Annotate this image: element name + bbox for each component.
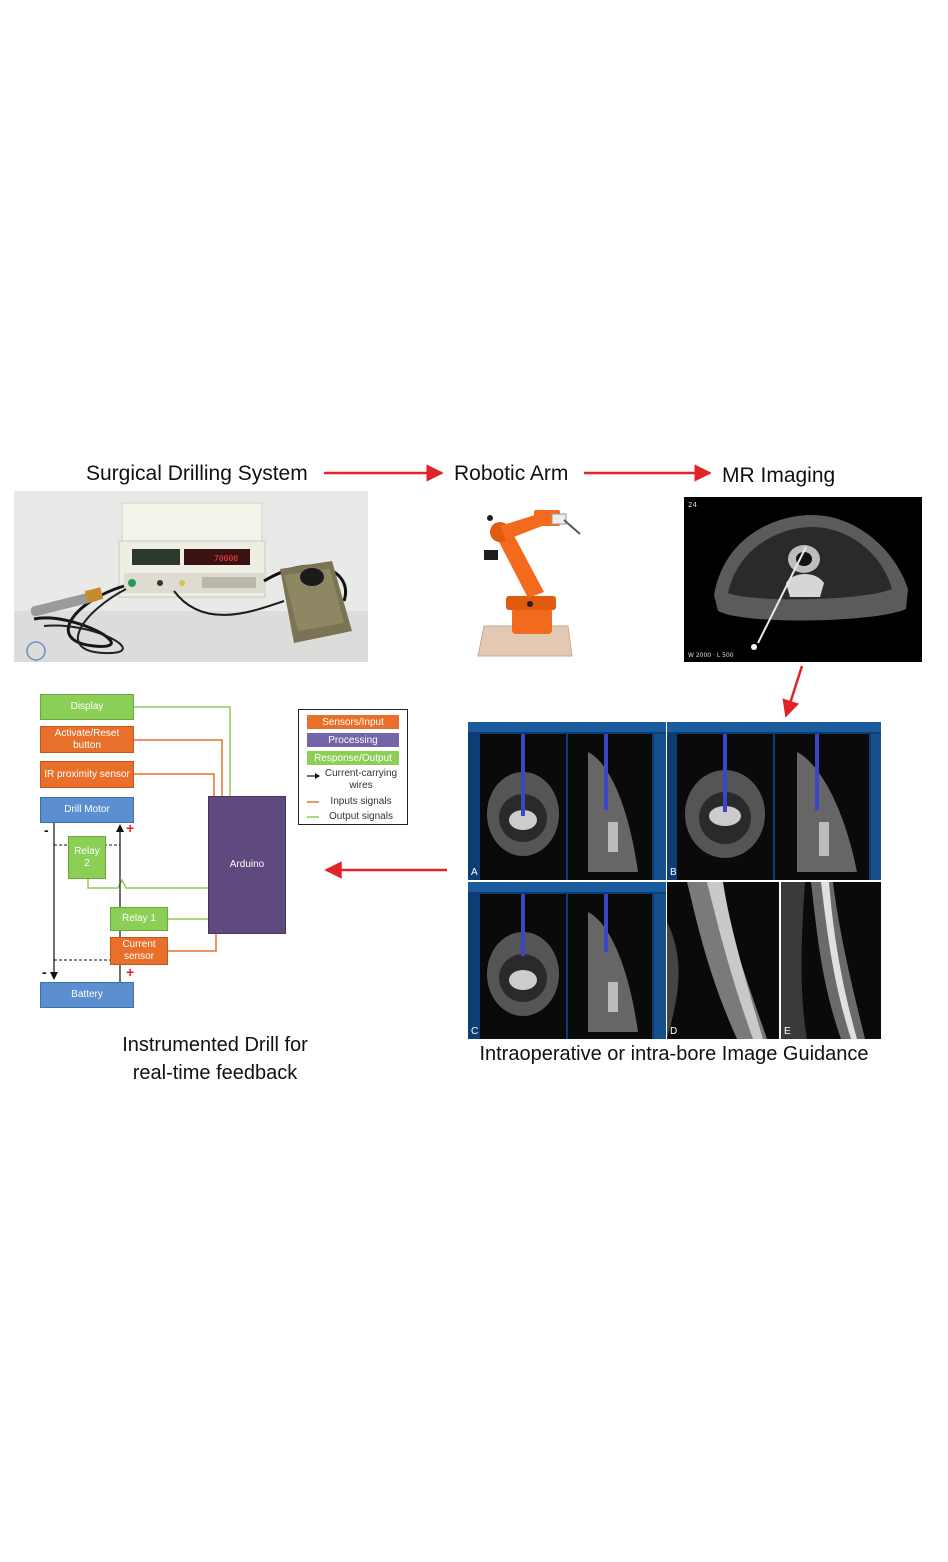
block-ir-proximity-sensor: IR proximity sensor — [40, 761, 134, 788]
guidance-panel-a: A — [468, 722, 666, 880]
title-surgical-drilling-system: Surgical Drilling System — [86, 462, 308, 485]
legend-response-output: Response/Output — [307, 751, 399, 765]
block-display: Display — [40, 694, 134, 720]
motor-plus-sign: + — [126, 820, 135, 836]
mr-window-level: W 2000 · L 500 — [688, 652, 734, 659]
battery-plus-sign: + — [126, 964, 135, 980]
motor-minus-sign: - — [44, 822, 49, 838]
legend-line-samples — [307, 773, 320, 818]
panel-label-a: A — [471, 867, 478, 878]
legend-current-carrying-wires: Current-carrying wires — [324, 768, 398, 791]
guidance-panel-b: B — [667, 722, 881, 880]
title-robotic-arm: Robotic Arm — [454, 462, 569, 485]
panel-label-b: B — [670, 867, 677, 878]
block-drill-motor: Drill Motor — [40, 797, 134, 823]
panel-label-c: C — [471, 1026, 479, 1037]
title-mr-imaging: MR Imaging — [722, 464, 836, 487]
panel-label-d: D — [670, 1026, 678, 1037]
guidance-panel-d: D — [667, 882, 779, 1039]
block-relay-1: Relay 1 — [110, 907, 168, 931]
guidance-panel-c: C — [468, 882, 666, 1039]
circuit-legend: Sensors/Input Processing Response/Output… — [298, 709, 408, 825]
legend-sensors-input: Sensors/Input — [307, 715, 399, 729]
caption-drill-line-2: real-time feedback — [132, 1062, 298, 1084]
panel-label-e: E — [784, 1026, 791, 1037]
battery-minus-sign: - — [42, 964, 47, 980]
caption-instrumented-drill: Instrumented Drill for real-time feedbac… — [60, 1031, 370, 1087]
drilling-system-photo: 70000 — [14, 491, 368, 662]
legend-processing: Processing — [307, 733, 399, 747]
block-current-sensor: Current sensor — [110, 937, 168, 965]
legend-inputs-signals: Inputs signals — [330, 796, 392, 807]
block-activate-reset-button: Activate/Reset button — [40, 726, 134, 753]
legend-output-signals: Output signals — [329, 811, 393, 822]
block-arduino: Arduino — [208, 796, 286, 934]
guidance-panel-e: E — [781, 882, 881, 1039]
mr-image: 24 W 2000 · L 500 — [684, 497, 922, 662]
caption-image-guidance: Intraoperative or intra-bore Image Guida… — [479, 1043, 869, 1065]
mr-slice-number: 24 — [688, 501, 697, 509]
arrow-mr-to-guidance — [782, 665, 804, 718]
block-battery: Battery — [40, 982, 134, 1008]
robotic-arm-illustration — [448, 496, 582, 658]
svg-text:70000: 70000 — [214, 554, 238, 563]
caption-drill-line-1: Instrumented Drill for — [122, 1034, 308, 1056]
block-relay-2: Relay 2 — [68, 836, 106, 879]
